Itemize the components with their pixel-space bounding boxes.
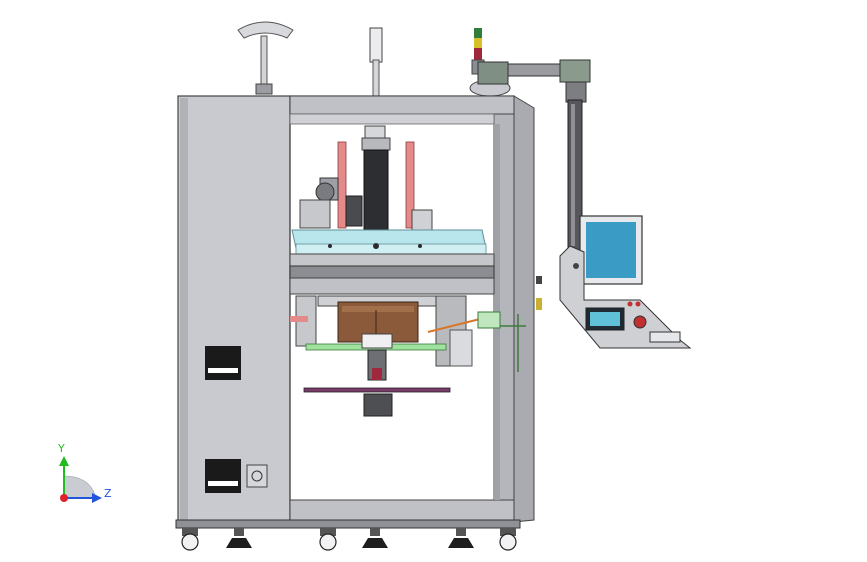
work-table [291, 229, 487, 255]
tower-green-light [474, 28, 482, 38]
monitor-screen [586, 222, 636, 278]
spindle-head [290, 295, 473, 367]
tower-red-light [474, 48, 482, 60]
top-fixture-arc [237, 21, 294, 95]
hmi-display [590, 312, 620, 326]
caster-3 [499, 528, 517, 551]
leveling-foot-2 [362, 528, 388, 548]
x-axis-dot [60, 494, 68, 502]
y-axis-label: Y [57, 442, 65, 455]
fixture-bar [303, 333, 451, 417]
emergency-stop-button[interactable] [633, 315, 647, 329]
vent-lower [205, 459, 241, 493]
leveling-foot-3 [448, 528, 474, 548]
guide-rod-left [337, 141, 347, 229]
tower-yellow-light [474, 38, 482, 48]
triad-plane [63, 475, 97, 499]
door-lock-icon [246, 464, 268, 488]
vent-upper [205, 346, 241, 380]
caster-2 [319, 528, 337, 551]
frame-indicators [536, 276, 542, 310]
z-axis-carriage [299, 125, 433, 231]
guide-rod-right [405, 141, 415, 229]
operator-panel[interactable] [559, 215, 692, 349]
probe-arm [427, 311, 526, 372]
top-cylinder-post [369, 27, 383, 97]
coordinate-triad[interactable]: Y Z [57, 442, 112, 503]
leveling-foot-1 [226, 528, 252, 548]
casters [181, 528, 517, 551]
monitor-support-arm [469, 59, 591, 251]
gantry-rail [289, 253, 495, 295]
caster-1 [181, 528, 199, 551]
machine-frame [175, 95, 535, 529]
z-axis-label: Z [104, 487, 112, 500]
